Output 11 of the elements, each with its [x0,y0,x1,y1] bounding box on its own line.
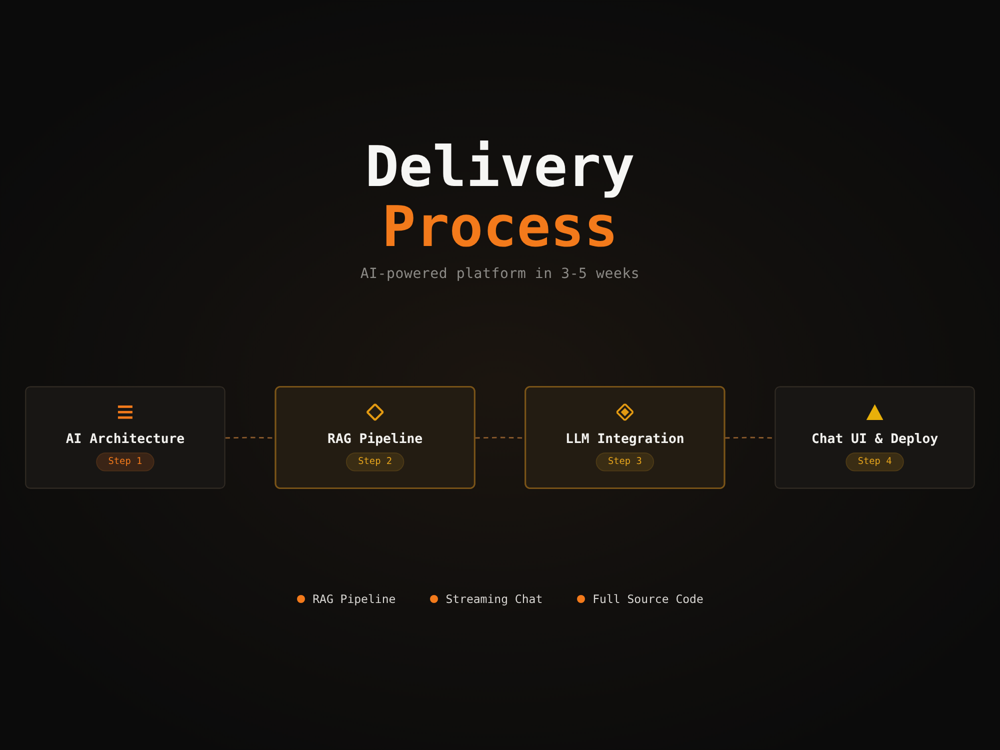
step-title: AI Architecture [64,432,186,448]
title: Delivery Process [365,138,635,258]
step-badge: Step 4 [846,452,904,472]
feature-label: RAG Pipeline [312,592,396,606]
step-badge: Step 1 [96,452,154,472]
step-title: RAG Pipeline [326,432,424,448]
step-title: Chat UI & Deploy [810,432,940,448]
step-title: LLM Integration [564,432,686,448]
feature-label: Full Source Code [592,592,704,606]
subtitle: AI-powered platform in 3-5 weeks [360,266,640,282]
feature-label: Streaming Chat [446,592,543,606]
